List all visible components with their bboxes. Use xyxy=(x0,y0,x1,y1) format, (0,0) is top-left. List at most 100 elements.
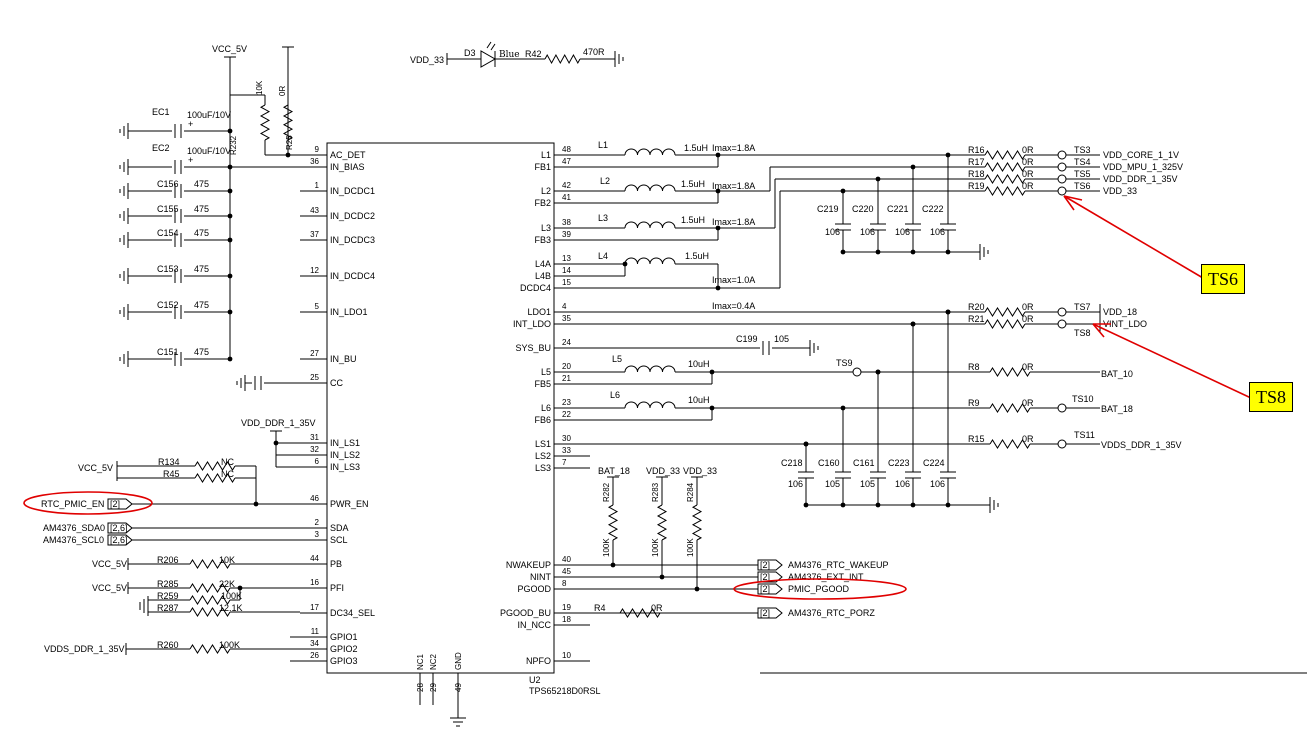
led-arrow xyxy=(486,41,496,51)
net-label: AM4376_EXT_INT xyxy=(788,572,864,582)
test-point xyxy=(1057,162,1067,172)
inductor xyxy=(624,184,676,192)
junction-dot xyxy=(875,369,881,375)
tp-label: TS10 xyxy=(1072,394,1094,404)
ref-label: C221 xyxy=(887,204,909,214)
value-label: 0R xyxy=(1022,145,1034,155)
off-sheet-ref: [2] xyxy=(760,572,770,582)
led-color: Blue xyxy=(499,50,520,60)
ref-label: C153 xyxy=(157,264,179,274)
tp-label: TS4 xyxy=(1074,157,1091,167)
pin-number: 15 xyxy=(562,278,571,287)
pin-name: GPIO2 xyxy=(330,644,358,654)
pin-name: IN_LS2 xyxy=(330,450,360,460)
resistor xyxy=(259,104,271,141)
value-label: 475 xyxy=(194,179,209,189)
junction-dot xyxy=(227,237,233,243)
pin-name: DC34_SEL xyxy=(330,608,375,618)
junction-dot xyxy=(945,309,951,315)
net-label: VINT_LDO xyxy=(1103,319,1147,329)
pin-name: IN_DCDC1 xyxy=(330,186,375,196)
pin-name: PGOOD_BU xyxy=(500,608,551,618)
pin-number: 10 xyxy=(562,651,571,660)
value-label: 0R xyxy=(1022,314,1034,324)
ref-label: L2 xyxy=(600,176,610,186)
pin-name: IN_NCC xyxy=(517,620,551,630)
pin-name: GND xyxy=(454,652,463,670)
ref-label: L5 xyxy=(612,354,622,364)
resistor xyxy=(189,607,231,617)
pin-number: 13 xyxy=(562,254,571,263)
net-label: AM4376_SDA0 xyxy=(43,523,105,533)
net-label: RTC_PMIC_EN xyxy=(41,499,104,509)
pin-number: 31 xyxy=(310,433,319,442)
value-label: 1.5uH xyxy=(684,143,708,153)
resistor xyxy=(189,583,231,593)
value-label: 106 xyxy=(860,227,875,237)
junction-dot xyxy=(622,261,628,267)
resistor xyxy=(282,104,294,141)
ref-label: R8 xyxy=(968,362,980,372)
pin-number: 30 xyxy=(562,434,571,443)
pin-name: LS3 xyxy=(535,463,551,473)
off-sheet-connector xyxy=(107,498,133,510)
resistor xyxy=(984,174,1026,184)
junction-dot xyxy=(227,213,233,219)
pin-number: 6 xyxy=(315,457,320,466)
pin-number: 8 xyxy=(562,579,567,588)
ref-label: R20 xyxy=(968,302,985,312)
led-diode xyxy=(480,50,497,68)
junction-dot xyxy=(840,188,846,194)
pin-number: 24 xyxy=(562,338,571,347)
junction-dot xyxy=(910,321,916,327)
pin-number: 12 xyxy=(310,266,319,275)
ref-label: L6 xyxy=(610,390,620,400)
resistor xyxy=(189,559,231,569)
pin-number: 22 xyxy=(562,410,571,419)
pin-number: 21 xyxy=(562,374,571,383)
junction-dot xyxy=(709,369,715,375)
pin-name: IN_LS1 xyxy=(330,438,360,448)
test-point xyxy=(1057,403,1067,413)
junction-dot xyxy=(715,285,721,291)
test-point xyxy=(1057,439,1067,449)
current-label: Imax=1.8A xyxy=(712,217,755,227)
value-label: 0R xyxy=(278,86,287,96)
value-label: 105 xyxy=(825,479,840,489)
value-label: 10K xyxy=(219,555,235,565)
resistor xyxy=(607,504,619,541)
inductor xyxy=(624,221,676,229)
ref-label: R42 xyxy=(525,49,542,59)
net-label: VDD_18 xyxy=(1103,307,1137,317)
value-label: 1.5uH xyxy=(681,179,705,189)
value-label: 100uF/10V xyxy=(187,146,231,156)
value-label: 100K xyxy=(221,591,242,601)
pin-number: 11 xyxy=(311,627,320,636)
pin-number: 5 xyxy=(315,302,320,311)
junction-dot xyxy=(715,152,721,158)
ref-label: R25 xyxy=(285,135,294,150)
net-label: PMIC_PGOOD xyxy=(788,584,850,594)
pin-number: 34 xyxy=(310,639,319,648)
pin-name: FB3 xyxy=(534,235,551,245)
inductor xyxy=(624,365,676,373)
current-label: Imax=1.0A xyxy=(712,275,755,285)
junction-dot xyxy=(840,405,846,411)
pin-number: 25 xyxy=(310,373,319,382)
junction-dot xyxy=(227,309,233,315)
pin-name: SDA xyxy=(330,523,349,533)
pin-number: 1 xyxy=(315,181,320,190)
net-label: VDD_33 xyxy=(646,466,680,476)
net-label: BAT_18 xyxy=(1101,404,1133,414)
pin-number: 40 xyxy=(562,555,571,564)
pin-number: 7 xyxy=(562,458,567,467)
net-label: VDD_33 xyxy=(1103,186,1137,196)
resistor xyxy=(656,504,668,541)
resistor xyxy=(619,608,661,618)
resistor xyxy=(989,403,1031,413)
net-label: VDD_DDR_1_35V xyxy=(241,418,316,428)
ref-label: C224 xyxy=(923,458,945,468)
ref-label: R134 xyxy=(158,457,180,467)
callout-ts6: TS6 xyxy=(1201,264,1246,294)
pin-name: L5 xyxy=(541,367,551,377)
